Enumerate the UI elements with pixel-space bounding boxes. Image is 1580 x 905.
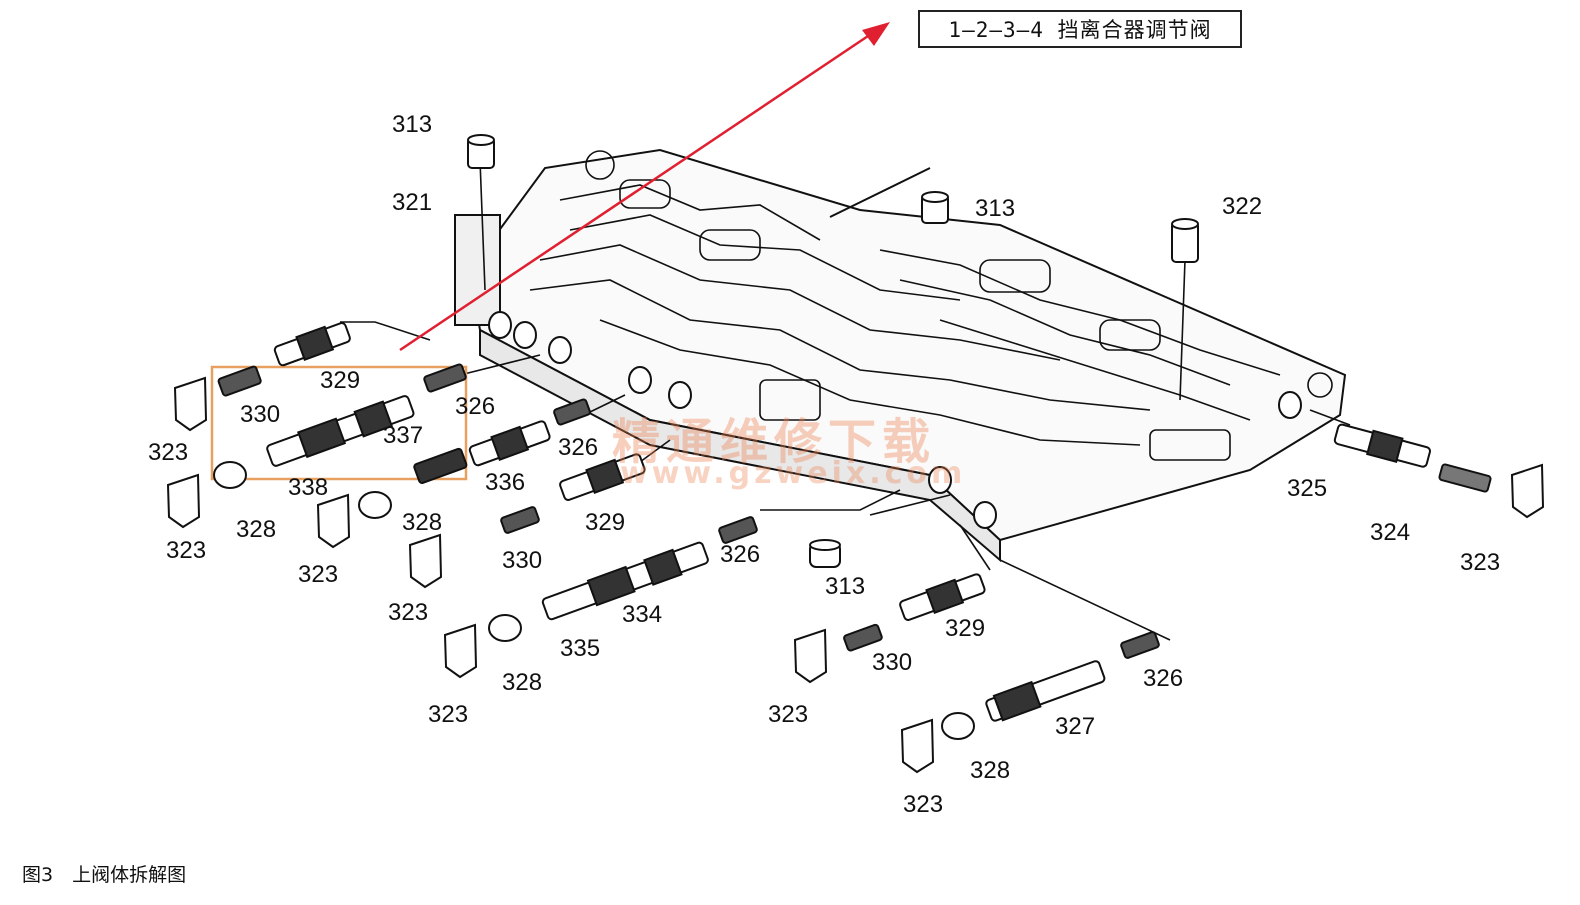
label-313: 313 <box>825 573 865 600</box>
label-330: 330 <box>502 547 542 574</box>
sleeves <box>213 461 975 740</box>
assembly-lines <box>340 159 1351 641</box>
valve-body-channels <box>529 150 1333 461</box>
label-323: 323 <box>388 599 428 626</box>
label-326: 326 <box>558 434 598 461</box>
callout-arrow <box>399 22 890 352</box>
highlight-box <box>210 365 468 481</box>
label-323: 323 <box>166 537 206 564</box>
label-321: 321 <box>392 189 432 216</box>
watermark-url: www.gzweix.com <box>620 456 967 491</box>
label-323: 323 <box>1460 549 1500 576</box>
part-labels: 313 321 313 322 329 330 326 337 323 326 … <box>148 111 1500 818</box>
callout-label: 1—2—3—4 挡离合器调节阀 <box>918 10 1242 48</box>
label-313: 313 <box>392 111 432 138</box>
valve-body <box>454 148 1347 563</box>
label-337: 337 <box>383 422 423 449</box>
label-329: 329 <box>585 509 625 536</box>
label-330: 330 <box>240 401 280 428</box>
label-322: 322 <box>1222 193 1262 220</box>
label-328: 328 <box>970 757 1010 784</box>
label-329: 329 <box>945 615 985 642</box>
valve-bores <box>488 311 1302 529</box>
label-328: 328 <box>502 669 542 696</box>
label-334: 334 <box>622 601 662 628</box>
label-323: 323 <box>768 701 808 728</box>
retainer-clips <box>166 376 1545 774</box>
label-328: 328 <box>236 516 276 543</box>
watermark-text: 精通维修下载 <box>612 414 937 470</box>
label-329: 329 <box>320 367 360 394</box>
label-325: 325 <box>1287 475 1327 502</box>
figure-caption: 图3 上阀体拆解图 <box>22 864 187 886</box>
label-330: 330 <box>872 649 912 676</box>
label-323: 323 <box>903 791 943 818</box>
label-335: 335 <box>560 635 600 662</box>
label-313: 313 <box>975 195 1015 222</box>
label-323: 323 <box>148 439 188 466</box>
label-323: 323 <box>298 561 338 588</box>
label-326: 326 <box>1143 665 1183 692</box>
pins <box>467 134 1199 568</box>
label-326: 326 <box>720 541 760 568</box>
label-338: 338 <box>288 474 328 501</box>
label-323: 323 <box>428 701 468 728</box>
label-326: 326 <box>455 393 495 420</box>
label-324: 324 <box>1370 519 1410 546</box>
label-327: 327 <box>1055 713 1095 740</box>
label-328: 328 <box>402 509 442 536</box>
spools-springs <box>217 322 1492 722</box>
label-336: 336 <box>485 469 525 496</box>
